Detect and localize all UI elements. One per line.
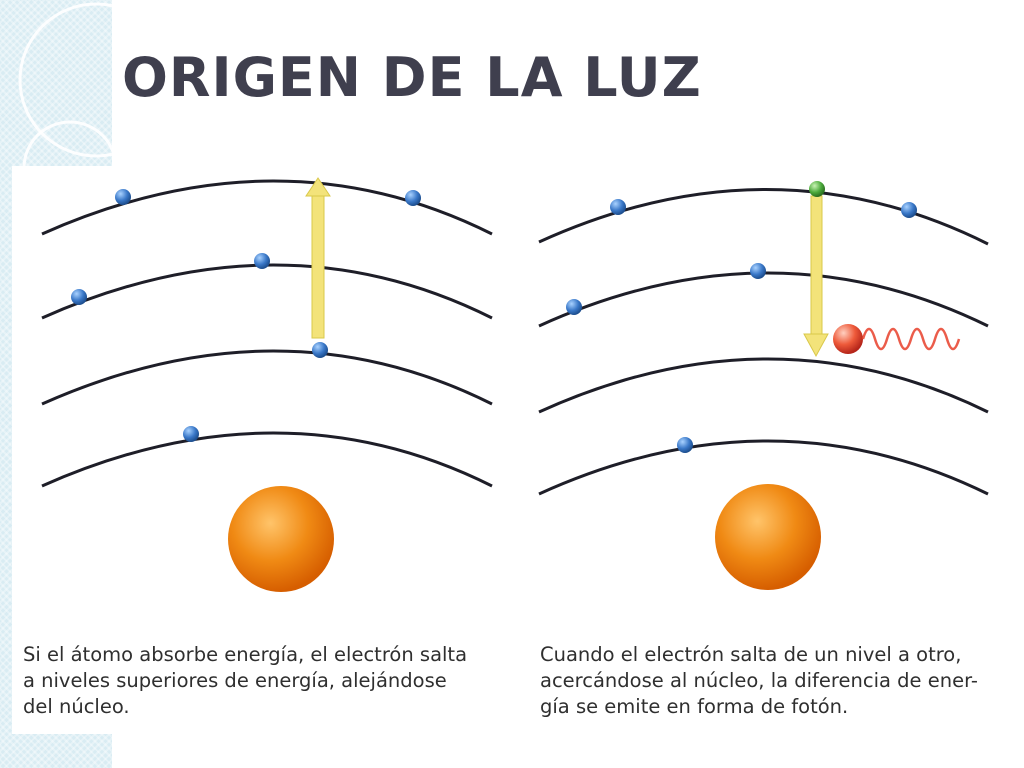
absorption-arrow [305, 177, 331, 339]
orbit-level-1 [538, 439, 989, 496]
left-caption: Si el átomo absorbe energía, el electrón… [23, 642, 467, 720]
electron [312, 342, 328, 358]
photon-icon [833, 324, 961, 354]
caption-line: a niveles superiores de energía, alejánd… [23, 669, 447, 692]
orbit-level-2 [41, 349, 493, 406]
orbit-level-3 [41, 263, 493, 320]
right-caption: Cuando el electrón salta de un nivel a o… [540, 642, 978, 720]
decorative-arcs [18, 2, 174, 216]
orbit-level-4 [538, 188, 989, 246]
nucleus [228, 486, 334, 592]
left-panel-diagram [41, 177, 493, 592]
caption-line: del núcleo. [23, 695, 130, 718]
electron [405, 190, 421, 206]
orbit-level-4 [41, 179, 493, 236]
orbit-level-1 [41, 431, 493, 488]
electron [254, 253, 270, 269]
page-title: ORIGEN DE LA LUZ [122, 46, 702, 109]
electron [677, 437, 693, 453]
electron [183, 426, 199, 442]
electron [115, 189, 131, 205]
caption-line: Cuando el electrón salta de un nivel a o… [540, 643, 962, 666]
caption-line: gía se emite en forma de fotón. [540, 695, 849, 718]
electron [71, 289, 87, 305]
electron [610, 199, 626, 215]
electron [750, 263, 766, 279]
atom-diagram [41, 177, 989, 592]
excited-electron [809, 181, 825, 197]
atom-diagram-figure: Si el átomo absorbe energía, el electrón… [12, 166, 1012, 734]
right-panel-diagram [538, 181, 989, 590]
orbit-level-2 [538, 357, 989, 414]
orbit-level-3 [538, 271, 989, 328]
electron [901, 202, 917, 218]
emission-arrow [803, 195, 829, 358]
caption-line: Si el átomo absorbe energía, el electrón… [23, 643, 468, 666]
caption-line: acercándose al núcleo, la diferencia de … [540, 669, 978, 692]
nucleus [715, 484, 821, 590]
electron [566, 299, 582, 315]
